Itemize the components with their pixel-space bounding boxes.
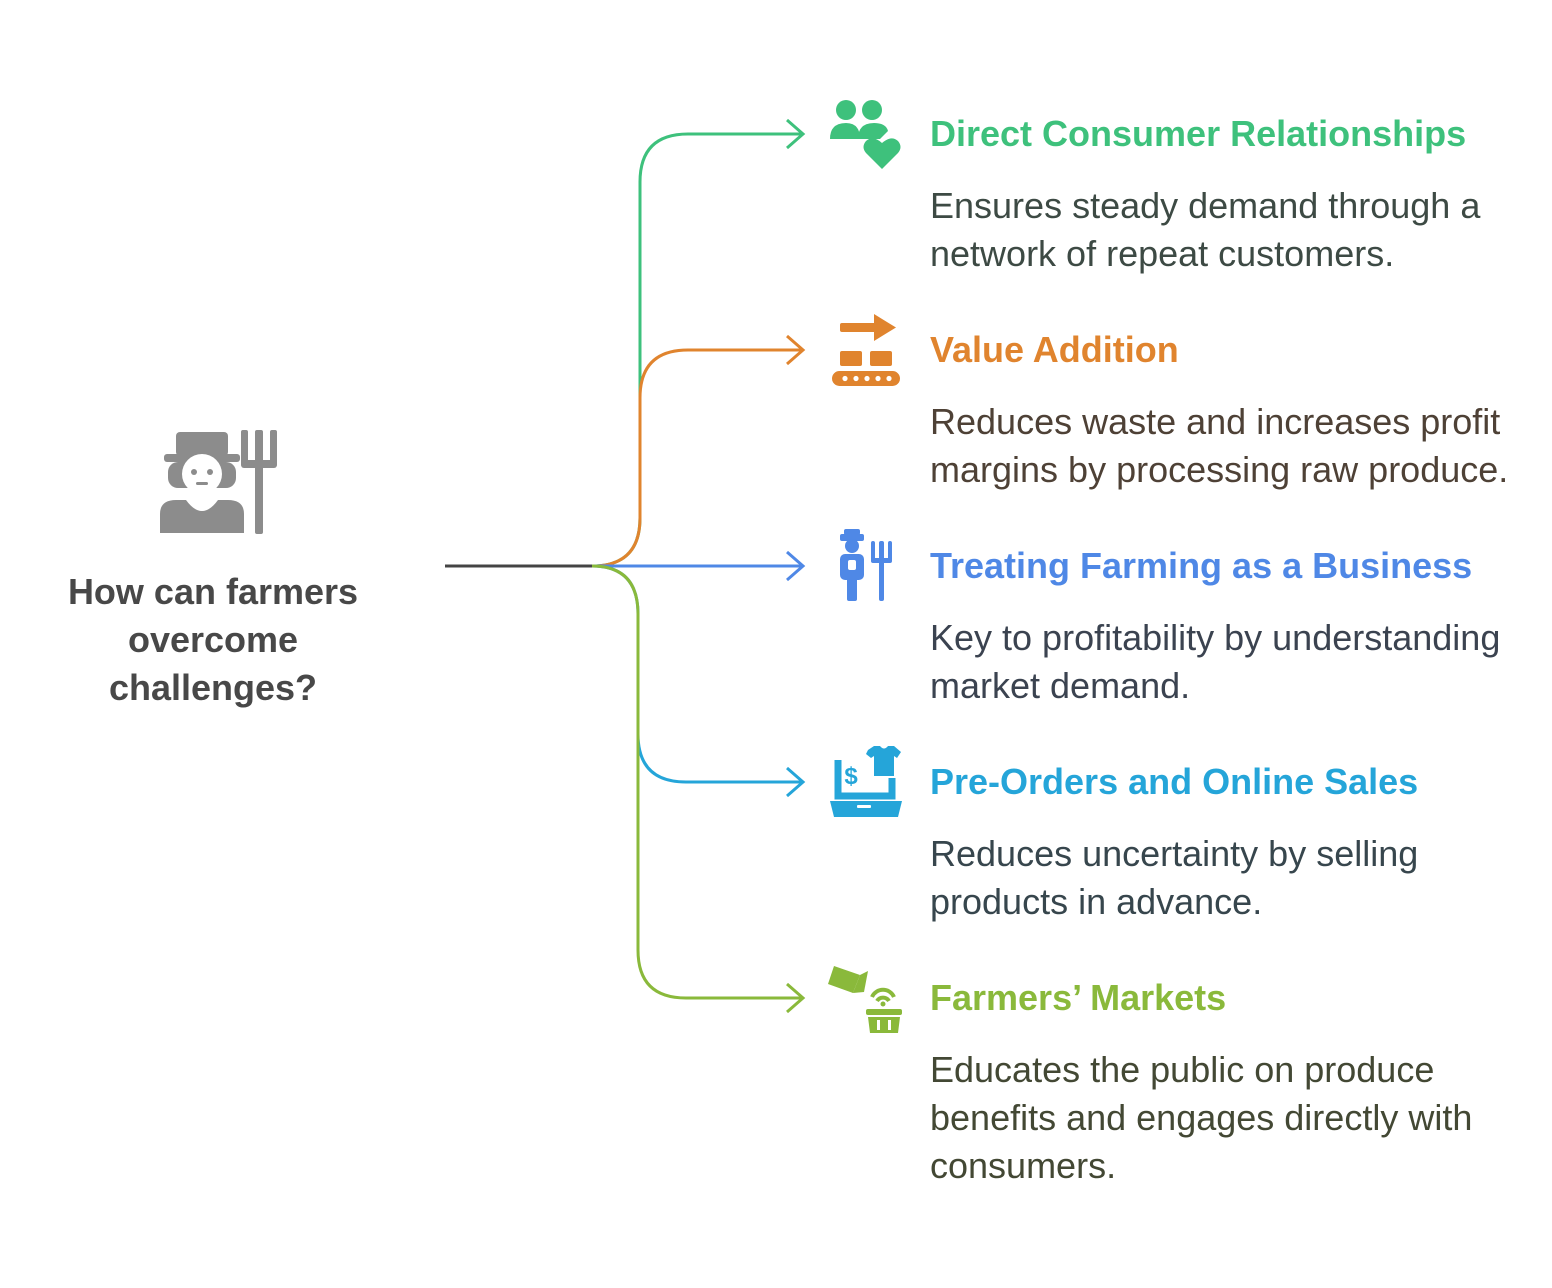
- laptop-shop-icon: $: [830, 746, 902, 817]
- connector-1: [591, 334, 806, 568]
- connector-3: [591, 564, 806, 798]
- branch-desc-0: Ensures steady demand through a network …: [930, 185, 1481, 274]
- branch-desc-2: Key to profitability by understanding ma…: [930, 617, 1501, 706]
- connector-2: [592, 550, 806, 582]
- connector-0: [591, 118, 806, 568]
- basket-signal-icon: [828, 966, 902, 1033]
- connector-4: [591, 564, 806, 1014]
- branch-title-4: Farmers’ Markets: [930, 977, 1227, 1018]
- branch-title-3: Pre-Orders and Online Sales: [930, 761, 1419, 802]
- branch-desc-1: Reduces waste and increases profit margi…: [930, 401, 1509, 490]
- branch-desc-4: Educates the public on produce benefits …: [930, 1049, 1473, 1186]
- branch-title-1: Value Addition: [930, 329, 1179, 370]
- svg-text:$: $: [844, 763, 858, 790]
- farmer-fork-icon: [840, 529, 892, 601]
- branch-desc-3: Reduces uncertainty by selling products …: [930, 833, 1419, 922]
- farmer-with-pitchfork-icon: [160, 430, 277, 534]
- central-question: How can farmers overcome challenges?: [67, 571, 359, 708]
- branch-title-0: Direct Consumer Relationships: [930, 113, 1467, 154]
- conveyor-belt-icon: [832, 314, 900, 386]
- branch-title-2: Treating Farming as a Business: [930, 545, 1473, 586]
- people-heart-icon: [830, 100, 901, 169]
